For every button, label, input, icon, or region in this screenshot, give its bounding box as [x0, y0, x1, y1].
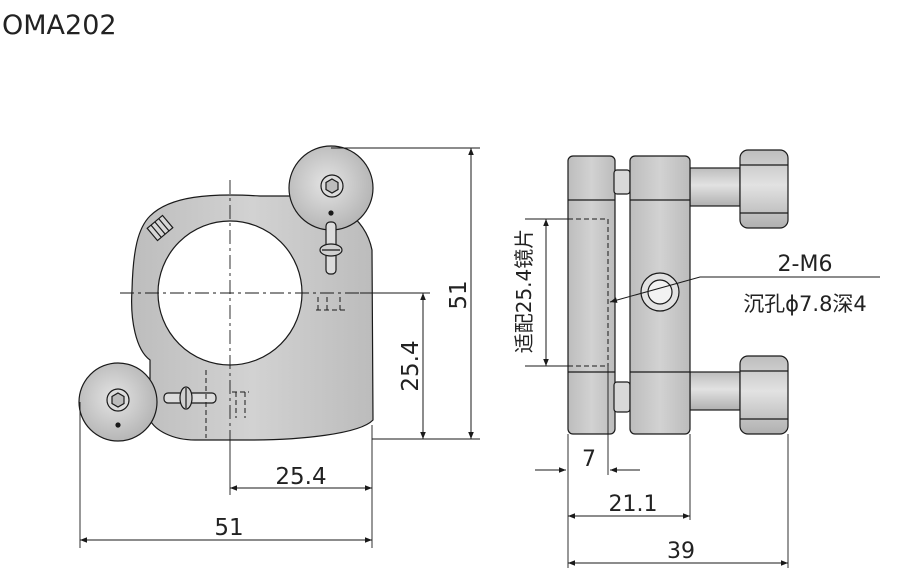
- counterbore-label: 沉孔ϕ7.8深4: [743, 292, 867, 316]
- dim-height-label: 51: [446, 280, 472, 309]
- side-view: [525, 149, 880, 568]
- optic-label: 适配25.4镜片: [512, 229, 536, 354]
- front-view: [78, 145, 480, 548]
- adjuster-knob-side-bottom: [739, 355, 789, 435]
- dim-center-x-label: 25.4: [275, 464, 326, 490]
- thread-label: 2-M6: [778, 252, 833, 277]
- adjuster-shaft-top: [689, 167, 741, 207]
- dim-7-label: 7: [582, 447, 596, 472]
- dim-39-label: 39: [667, 539, 695, 564]
- adjuster-shaft-bottom: [689, 371, 741, 411]
- dim-width-label: 51: [214, 515, 243, 541]
- leader-line: [609, 276, 880, 303]
- front-plate: [567, 155, 616, 435]
- adjuster-knob-side-top: [739, 149, 789, 229]
- dim-center-y-label: 25.4: [398, 340, 424, 391]
- page-title: OMA202: [2, 10, 117, 41]
- dim-21-1-label: 21.1: [609, 492, 658, 517]
